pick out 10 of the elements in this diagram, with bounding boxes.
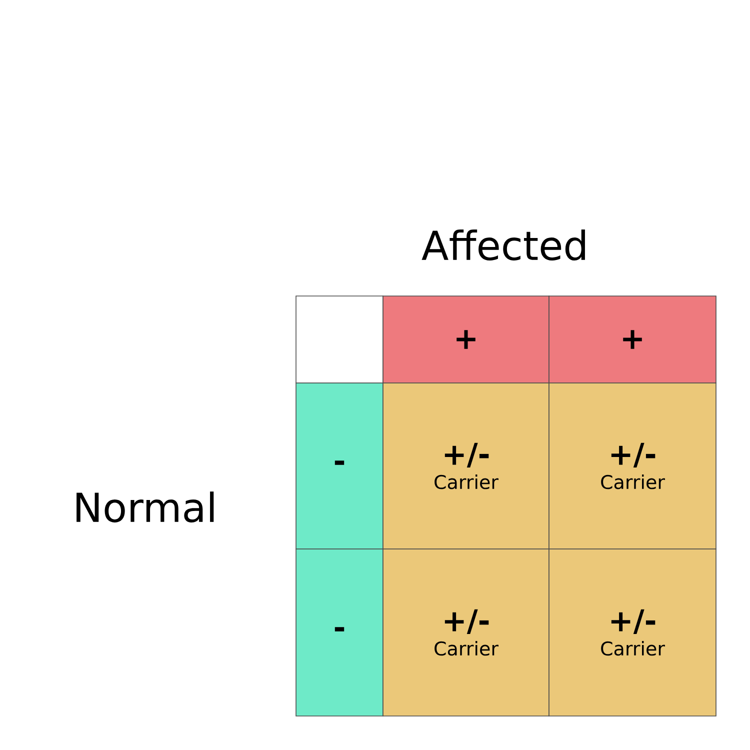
punnett-cell: + (382, 296, 550, 384)
parent-label: Affected (422, 230, 585, 260)
punnett-cell: - (296, 548, 384, 716)
punnett-cell: - (296, 382, 384, 550)
punnett-cell: +/- Carrier (548, 548, 716, 716)
punnett-cell: + (548, 296, 716, 384)
punnett-cell: +/- Carrier (382, 382, 550, 550)
punnett-cell: +/- Carrier (382, 548, 550, 716)
parent-label: Normal (76, 492, 214, 522)
punnett-cell: +/- Carrier (548, 382, 716, 550)
